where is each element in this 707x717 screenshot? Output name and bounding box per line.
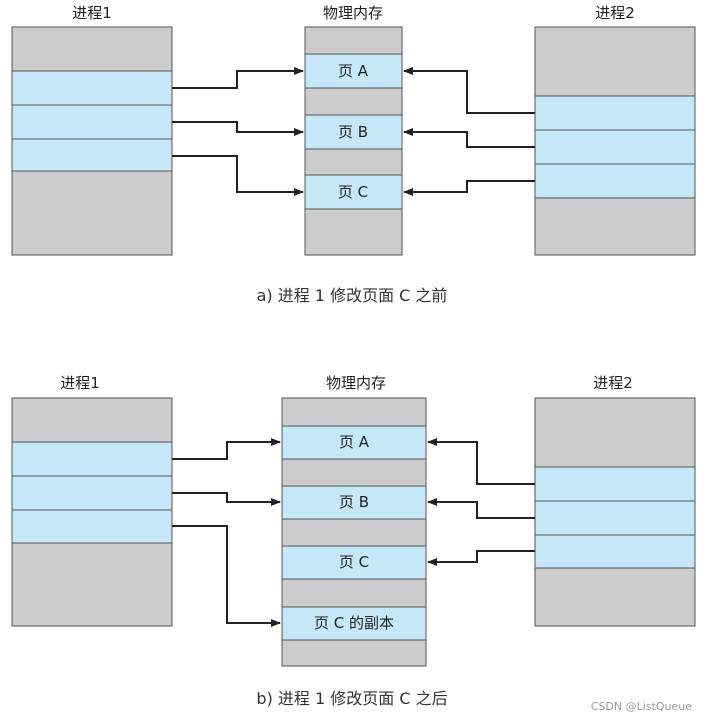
arrow [427,498,535,519]
page-label: 页 A [338,62,369,80]
arrow [172,67,304,89]
process1-block-b [11,397,173,627]
arrow [172,121,304,136]
process1-page-row [11,70,173,106]
caption-a: a) 进程 1 修改页面 C 之前 [257,286,448,305]
arrow [403,67,535,114]
process2-page-row [534,466,696,502]
process1-block-a [11,26,173,256]
memory-block-b: 页 A 页 B 页 C 页 C 的副本 [281,397,427,667]
arrow [403,180,535,196]
memory-block-a: 页 A 页 B 页 C [304,26,403,256]
memory-page-a [304,53,403,89]
process1-page-row [11,441,173,477]
arrow [427,550,535,566]
process2-title-b: 进程2 [593,374,633,392]
process1-page-row [11,138,173,172]
memory-page-b [304,114,403,150]
page-label: 页 C [338,183,368,201]
caption-b: b) 进程 1 修改页面 C 之后 [256,689,447,708]
process1-page-row [11,104,173,140]
arrow [172,492,281,506]
process2-page-row [534,129,696,165]
page-label: 页 B [338,123,368,141]
page-label: 页 B [339,493,369,511]
diagram-a: 进程1 物理内存 进程2 页 A 页 B 页 C [11,4,696,305]
diagram-b: 进程1 物理内存 进程2 页 A 页 B 页 C 页 C 的副本 [11,374,696,708]
memory-page-c [281,545,427,580]
memory-title-b: 物理内存 [326,374,386,392]
arrow [403,128,535,148]
process1-title-a: 进程1 [72,4,112,22]
process2-block-b [534,397,696,627]
page-label: 页 C 的副本 [314,614,394,632]
arrow [172,438,281,460]
memory-page-b [281,485,427,520]
memory-title-a: 物理内存 [323,4,383,22]
arrow [172,155,304,196]
process2-page-row [534,534,696,569]
page-label: 页 A [339,433,370,451]
watermark: CSDN @ListQueue [591,700,692,713]
memory-page-c [304,174,403,210]
memory-page-c-copy [281,606,427,641]
memory-page-a [281,425,427,460]
process1-title-b: 进程1 [60,374,100,392]
process2-title-a: 进程2 [595,4,635,22]
arrow [427,438,535,485]
page-label: 页 C [339,553,369,571]
process2-block-a [534,26,696,256]
process1-page-row [11,475,173,511]
process2-page-row [534,95,696,131]
process2-page-row [534,500,696,536]
process2-page-row [534,163,696,199]
arrow [172,525,281,627]
process1-page-row [11,509,173,544]
